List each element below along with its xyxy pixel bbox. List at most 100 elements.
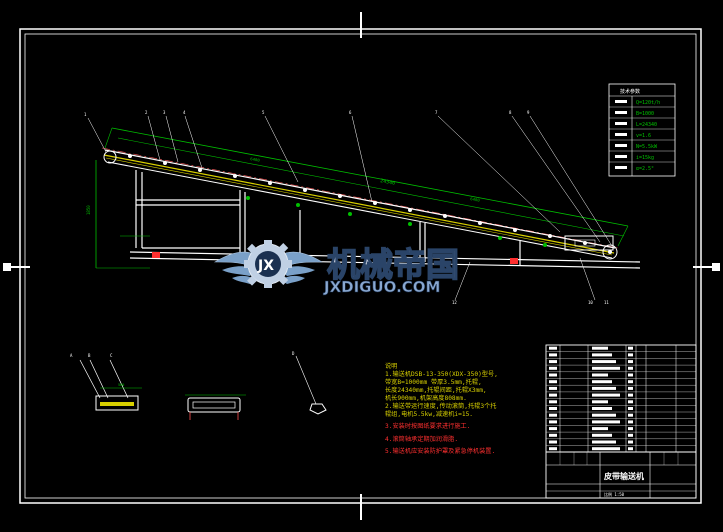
callout-2: 2: [145, 110, 148, 115]
parts-list-cell-mark: [592, 353, 612, 357]
parts-list-cell-mark: [549, 420, 557, 424]
parts-list-cell-mark: [549, 386, 557, 390]
parts-list-cell-mark: [549, 393, 557, 397]
notes-line-1: 1.输送机DSB-13-350(XDX-350)型号,: [385, 370, 498, 378]
conveyor-centerline: [101, 147, 619, 249]
technical-notes: 说明 1.输送机DSB-13-350(XDX-350)型号, 带宽B=1000m…: [385, 362, 498, 455]
parts-list-cell-mark: [592, 393, 620, 397]
parts-list-cell-mark: [628, 366, 633, 370]
svg-text:C: C: [110, 353, 113, 358]
parts-list-cell-mark: [549, 346, 557, 350]
param-row-4: v=1.6: [636, 133, 651, 139]
centering-marks: [3, 12, 720, 520]
conveyor-belt-return: [107, 161, 613, 259]
parts-list-cell-mark: [628, 373, 633, 377]
parts-list-cell-mark: [592, 407, 612, 410]
svg-text:D: D: [292, 351, 295, 356]
drawing-title: 皮带输送机: [603, 471, 644, 481]
parts-list-cell-mark: [549, 373, 557, 377]
parts-list-cell-mark: [592, 366, 620, 370]
callout-7: 7: [435, 110, 438, 115]
parts-list-cell-mark: [592, 447, 620, 451]
notes-line-5: 2.输送带运行速度,传动滚筒,托辊3个托: [385, 402, 496, 410]
parts-list-cell-mark: [628, 380, 633, 384]
parts-list-cell-mark: [549, 407, 557, 410]
conveyor-assembly: 24340 6400 6400: [84, 110, 641, 305]
callout-4: 4: [183, 110, 186, 115]
overall-length-dimension: [111, 127, 629, 227]
parts-list-cell-mark: [592, 400, 608, 404]
parts-list-cell-mark: [549, 440, 557, 444]
parts-list-cell-mark: [628, 360, 633, 364]
svg-text:500: 500: [118, 383, 124, 387]
callout-9: 9: [527, 110, 530, 115]
parts-list-cell-mark: [549, 433, 557, 437]
notes-line-4: 机长900mm,机架高度808mm.: [385, 394, 467, 402]
callout-3: 3: [163, 110, 166, 115]
watermark-logo: JX 机械帝国 JXDIGUO.COM: [213, 240, 460, 296]
callout-6: 6: [349, 110, 352, 115]
param-row-5: N=5.5kW: [636, 144, 658, 150]
callout-12: 12: [452, 300, 457, 305]
parts-list-cell-mark: [592, 360, 616, 364]
detail-view-2: [185, 394, 246, 420]
parts-list-cell-mark: [592, 386, 616, 390]
notes-line-3: 长度24340mm,托辊间距,托辊X3mm,: [385, 386, 487, 394]
parts-list-cell-mark: [628, 447, 633, 451]
notes-title: 说明: [385, 362, 397, 370]
parts-list-cell-mark: [549, 366, 557, 370]
parts-list-cell-mark: [592, 346, 608, 350]
parts-list-cell-mark: [628, 420, 633, 424]
parts-list-cell-mark: [592, 427, 608, 431]
callout-10: 10: [588, 300, 593, 305]
callout-1: 1: [84, 112, 87, 117]
parts-list-cell-mark: [549, 353, 557, 357]
notes-line-8: 4.滚筒轴承定期加润滑脂.: [385, 435, 458, 443]
idler-rollers: [128, 154, 587, 245]
notes-line-9: 5.输送机应安装防护罩及紧急停机装置.: [385, 447, 495, 455]
parts-list-cell-mark: [628, 407, 633, 410]
parts-list-cell-mark: [628, 413, 633, 417]
parameter-table: 技术参数 Q=120t/h B=1000 L=24340 v=1.6 N=5.5…: [608, 83, 676, 177]
svg-text:24340: 24340: [380, 178, 396, 187]
param-row-3: L=24340: [636, 122, 657, 128]
title-block: 皮带输送机 比例 1:50: [546, 451, 696, 498]
conveyor-frame-rail: [103, 154, 615, 254]
parts-list-cell-mark: [628, 346, 633, 350]
parts-list-cell-mark: [549, 447, 557, 451]
param-row-1: Q=120t/h: [636, 100, 660, 106]
callout-11: 11: [604, 300, 609, 305]
svg-text:B: B: [88, 353, 91, 358]
drawing-scale: 比例 1:50: [604, 491, 625, 497]
gear-icon: JX: [244, 240, 292, 288]
parts-list-cell-mark: [592, 433, 612, 437]
parts-list-cell-mark: [549, 400, 557, 404]
svg-text:JX: JX: [257, 258, 274, 274]
head-pulley: [602, 244, 618, 260]
notes-line-2: 带宽B=1000mm 带厚3.5mm,托辊,: [385, 378, 482, 386]
parts-list-cell-mark: [592, 380, 612, 384]
detail-view-1: 500 A B C: [70, 353, 142, 411]
svg-text:1850: 1850: [86, 205, 91, 215]
parts-list-cell-mark: [628, 386, 633, 390]
svg-text:6400: 6400: [470, 196, 481, 203]
parts-list-cell-mark: [592, 373, 608, 377]
svg-text:6400: 6400: [250, 156, 261, 163]
drive-unit: [564, 235, 614, 251]
callout-5: 5: [262, 110, 265, 115]
parts-list-cell-mark: [628, 353, 633, 357]
parts-list-cell-mark: [592, 440, 616, 444]
parameter-table-header: 技术参数: [620, 88, 640, 95]
watermark-title: 机械帝国: [327, 245, 459, 284]
parts-list-cell-mark: [549, 427, 557, 431]
parts-list-cell-mark: [628, 440, 633, 444]
conveyor-belt-upper: [104, 149, 616, 249]
parts-list-cell-mark: [628, 433, 633, 437]
parts-list-cell-mark: [549, 360, 557, 364]
detail-view-3: D: [292, 351, 327, 415]
param-row-7: α=2.5°: [636, 166, 654, 172]
param-row-2: B=1000: [636, 111, 654, 117]
param-row-6: i=15kg: [636, 155, 654, 161]
